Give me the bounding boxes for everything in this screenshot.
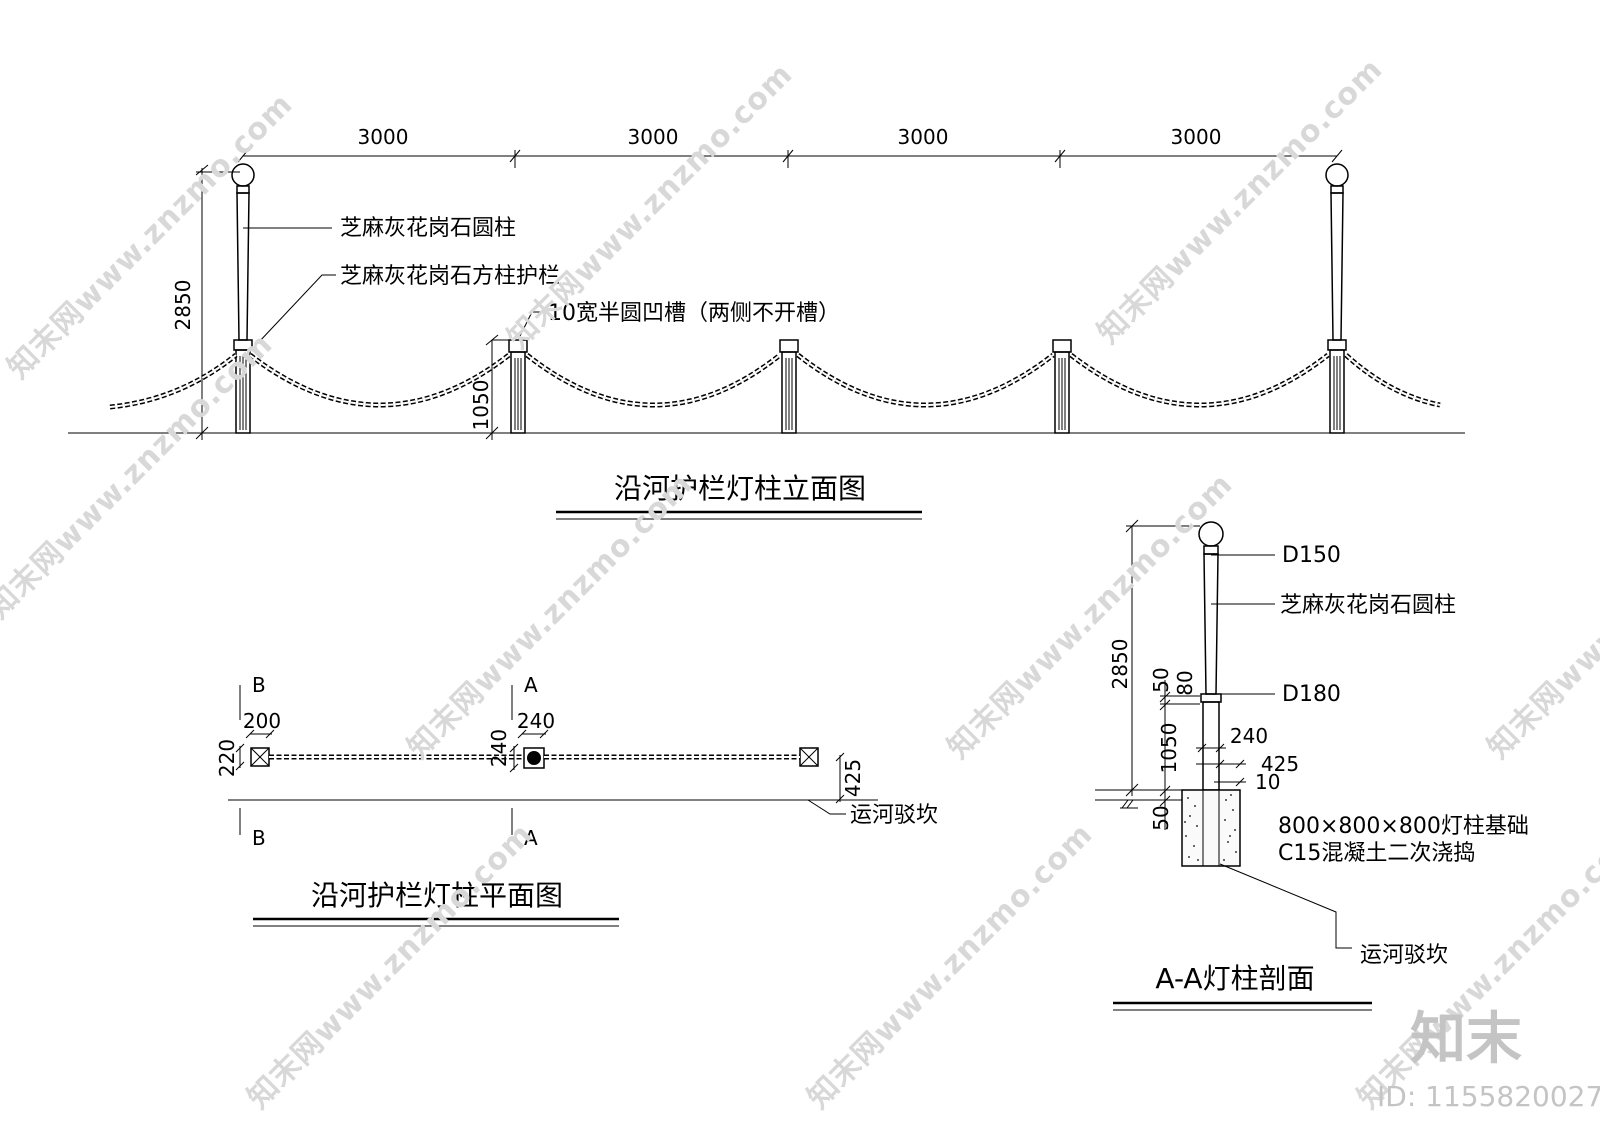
section-dim-50-bottom: 50 xyxy=(1149,805,1173,830)
section-view: 2850 50 80 1050 50 240 425 10 D150 芝麻灰花岗… xyxy=(1095,519,1529,1011)
plan-dim-220: 220 xyxy=(215,739,239,777)
plan-lamp-post xyxy=(523,747,545,769)
section-dim-10: 10 xyxy=(1255,770,1280,794)
span-1-label: 3000 xyxy=(358,125,409,149)
watermark-6: 知末网www.znzmo.com xyxy=(941,467,1240,766)
lamp-post-left xyxy=(231,163,255,434)
plan-label-revetment: 运河驳坎 xyxy=(850,803,938,828)
image-id: ID: 1155820027 xyxy=(1377,1080,1600,1113)
span-dimension-ticks xyxy=(237,149,1343,168)
section-dim-80: 80 xyxy=(1173,670,1197,695)
leader-square-rail xyxy=(257,274,336,344)
plan-dim-425: 425 xyxy=(841,759,865,797)
label-round-column: 芝麻灰花岗石圆柱 xyxy=(340,216,516,241)
label-d150: D150 xyxy=(1282,543,1341,568)
section-mark-b-bottom: B xyxy=(252,826,266,850)
watermark-7: 知末网www.znzmo.com xyxy=(1481,467,1600,766)
plan-rail-post-left xyxy=(250,747,270,767)
section-foundation xyxy=(1181,789,1241,867)
elevation-view: 3000 3000 3000 3000 2850 1050 xyxy=(68,125,1465,520)
plan-rail-post-right xyxy=(799,747,819,767)
section-dim-425: 425 xyxy=(1261,752,1299,776)
label-d180: D180 xyxy=(1282,682,1341,707)
rail-post-3 xyxy=(1052,339,1072,434)
brand-logo: 知末 xyxy=(1410,1007,1522,1072)
plan-title: 沿河护栏灯柱平面图 xyxy=(311,879,563,912)
elevation-title: 沿河护栏灯柱立面图 xyxy=(614,472,866,505)
rail-post-1 xyxy=(508,339,528,434)
section-dim-50-top: 50 xyxy=(1149,667,1173,692)
height-2850-label: 2850 xyxy=(171,280,195,331)
span-4-label: 3000 xyxy=(1171,125,1222,149)
plan-view: B B A A 200 xyxy=(215,673,938,927)
section-title: A-A灯柱剖面 xyxy=(1155,962,1314,995)
section-dim-240: 240 xyxy=(1230,724,1268,748)
span-2-label: 3000 xyxy=(628,125,679,149)
leader-section-revetment xyxy=(1219,863,1352,949)
rail-height-1050-label: 1050 xyxy=(469,380,493,431)
label-square-rail: 芝麻灰花岗石方柱护栏 xyxy=(340,264,560,289)
label-section-round-column: 芝麻灰花岗石圆柱 xyxy=(1280,593,1456,618)
section-mark-a-bottom: A xyxy=(524,826,538,850)
chains xyxy=(109,353,1441,410)
concrete-hatch xyxy=(1184,794,1237,861)
watermark-8: 知末网www.znzmo.com xyxy=(241,817,540,1116)
plan-dim-200: 200 xyxy=(243,709,281,733)
section-mark-a-top: A xyxy=(524,673,538,697)
section-mark-b-top: B xyxy=(252,673,266,697)
section-dim-2850: 2850 xyxy=(1108,639,1132,690)
label-section-revetment: 运河驳坎 xyxy=(1360,943,1448,968)
section-round-column xyxy=(1203,553,1219,695)
span-3-label: 3000 xyxy=(898,125,949,149)
rail-post-2 xyxy=(779,339,799,434)
plan-dim-240-width: 240 xyxy=(517,709,555,733)
watermark-9: 知末网www.znzmo.com xyxy=(801,817,1100,1116)
leader-groove xyxy=(517,311,546,341)
watermark-4: 知末网www.znzmo.com xyxy=(0,327,280,626)
watermark-3: 知末网www.znzmo.com xyxy=(1091,52,1390,351)
label-foundation-size: 800×800×800灯柱基础 xyxy=(1278,814,1529,839)
lamp-post-right xyxy=(1325,163,1349,434)
section-dim-1050: 1050 xyxy=(1157,723,1181,774)
label-groove: 10宽半圆凹槽（两侧不开槽） xyxy=(548,301,840,326)
plan-dim-240-height: 240 xyxy=(487,729,511,767)
plan-leader-revetment xyxy=(807,799,846,815)
label-foundation-concrete: C15混凝土二次浇捣 xyxy=(1278,841,1475,866)
